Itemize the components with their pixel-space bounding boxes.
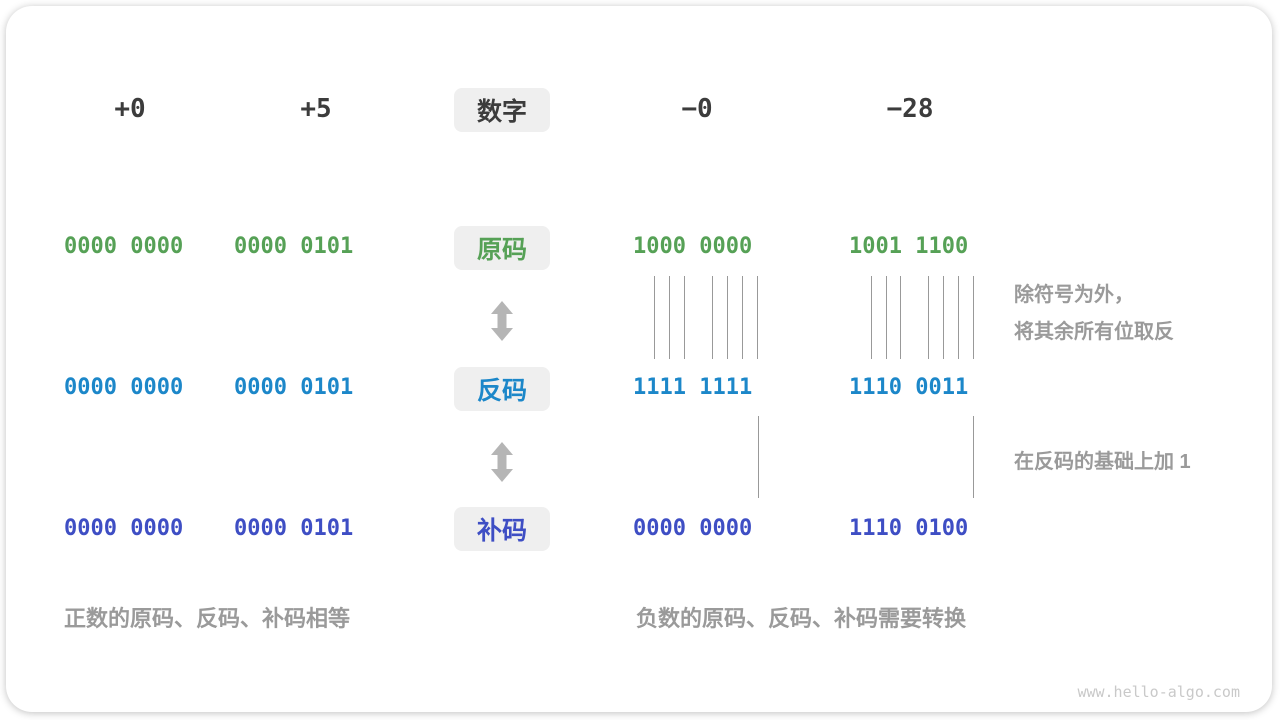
bit-invert-line bbox=[684, 276, 685, 359]
twos-complement-value-minus-zero: 0000 0000 bbox=[633, 516, 753, 541]
up-down-arrow-icon bbox=[491, 442, 513, 482]
bit-invert-line bbox=[973, 276, 974, 359]
bit-invert-line bbox=[742, 276, 743, 359]
twos-complement-value-plus-five: 0000 0101 bbox=[234, 516, 354, 541]
bit-invert-line bbox=[900, 276, 901, 359]
sign-magnitude-value-plus-five: 0000 0101 bbox=[234, 234, 354, 259]
twos-complement-value-minus-28: 1110 0100 bbox=[849, 516, 969, 541]
watermark-url: www.hello-algo.com bbox=[1077, 683, 1240, 701]
bit-invert-line bbox=[654, 276, 655, 359]
column-label-minus-zero: −0 bbox=[681, 94, 713, 124]
ones-complement-value-minus-28: 1110 0011 bbox=[849, 375, 969, 400]
bit-invert-line bbox=[712, 276, 713, 359]
bit-invert-line bbox=[958, 276, 959, 359]
digit-header-box: 数字 bbox=[454, 88, 550, 132]
bit-invert-line bbox=[871, 276, 872, 359]
up-down-arrow-icon bbox=[491, 301, 513, 341]
twos-complement-label: 补码 bbox=[476, 517, 527, 545]
figure-card: +0 +5 数字 −0 −28 0000 0000 0000 0101 原码 1… bbox=[6, 6, 1272, 712]
negative-numbers-caption: 负数的原码、反码、补码需要转换 bbox=[636, 606, 967, 631]
bit-invert-line bbox=[669, 276, 670, 359]
invert-note-line1: 除符号为外， bbox=[1014, 284, 1134, 306]
ones-complement-value-minus-zero: 1111 1111 bbox=[633, 375, 753, 400]
column-label-plus-zero: +0 bbox=[114, 94, 146, 124]
sign-magnitude-box: 原码 bbox=[454, 226, 550, 270]
invert-note-line2: 将其余所有位取反 bbox=[1014, 321, 1174, 343]
bit-invert-line bbox=[928, 276, 929, 359]
invert-note: 除符号为外， 将其余所有位取反 bbox=[1014, 277, 1174, 351]
bit-invert-line bbox=[886, 276, 887, 359]
digit-header-label: 数字 bbox=[476, 98, 527, 126]
ones-complement-box: 反码 bbox=[454, 367, 550, 411]
sign-magnitude-label: 原码 bbox=[476, 236, 527, 264]
bit-invert-line bbox=[757, 276, 758, 359]
add-one-note: 在反码的基础上加 1 bbox=[1014, 451, 1191, 473]
sign-magnitude-value-minus-zero: 1000 0000 bbox=[633, 234, 753, 259]
ones-complement-value-plus-zero: 0000 0000 bbox=[64, 375, 184, 400]
ones-complement-value-plus-five: 0000 0101 bbox=[234, 375, 354, 400]
add-one-line bbox=[758, 416, 759, 498]
sign-magnitude-value-minus-28: 1001 1100 bbox=[849, 234, 969, 259]
twos-complement-box: 补码 bbox=[454, 507, 550, 551]
positive-numbers-caption: 正数的原码、反码、补码相等 bbox=[64, 606, 351, 631]
bit-invert-line bbox=[727, 276, 728, 359]
column-label-minus-twenty-eight: −28 bbox=[886, 94, 934, 124]
column-label-plus-five: +5 bbox=[300, 94, 332, 124]
twos-complement-value-plus-zero: 0000 0000 bbox=[64, 516, 184, 541]
bit-invert-line bbox=[943, 276, 944, 359]
sign-magnitude-value-plus-zero: 0000 0000 bbox=[64, 234, 184, 259]
add-one-line bbox=[973, 416, 974, 498]
ones-complement-label: 反码 bbox=[476, 377, 527, 405]
